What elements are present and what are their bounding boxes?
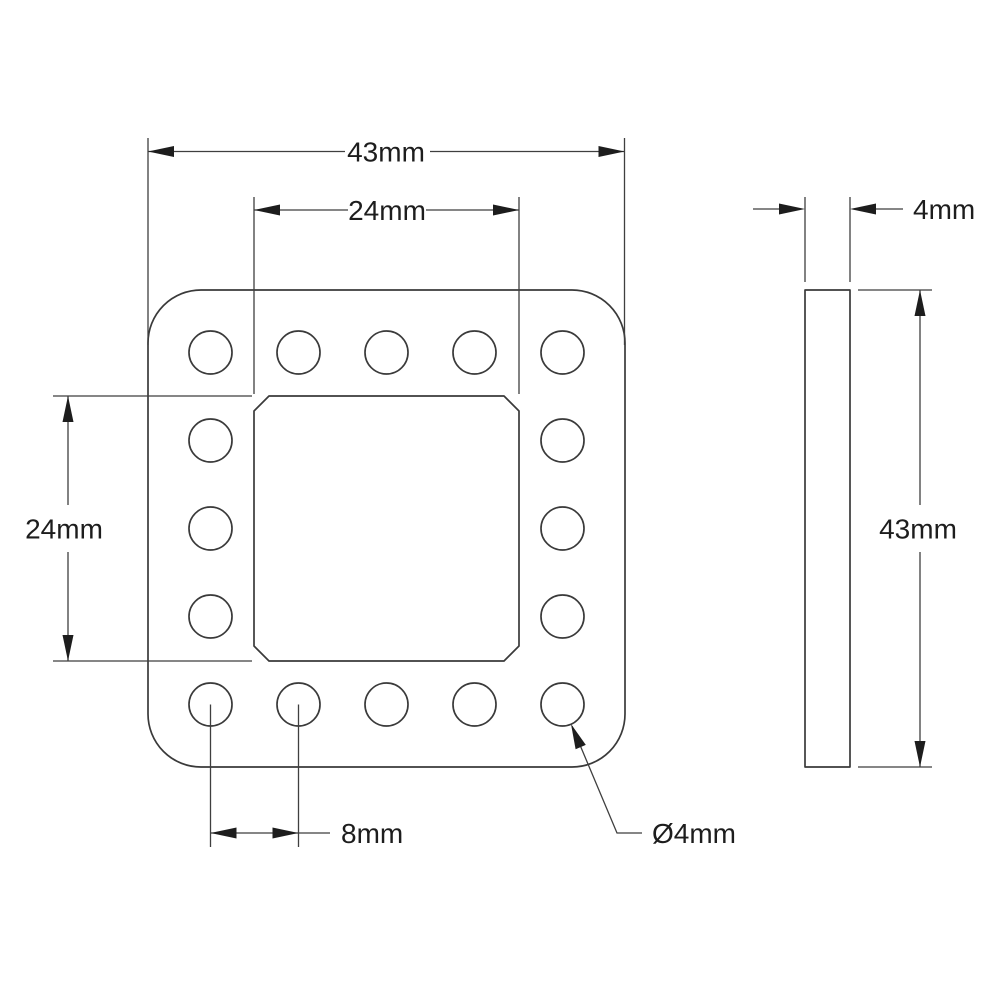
- mounting-hole: [452, 330, 497, 375]
- dim-label-slot-height: 24mm: [25, 513, 103, 544]
- arrowhead-left-icon: [148, 146, 174, 157]
- front-view: [147, 289, 626, 768]
- leader-line: [571, 725, 642, 834]
- dim-label-overall-width: 43mm: [347, 136, 425, 167]
- dim-label-hole-pitch: 8mm: [341, 818, 403, 849]
- mounting-hole: [540, 682, 585, 727]
- arrowhead-down-icon: [62, 635, 74, 661]
- mounting-hole: [452, 682, 497, 727]
- arrowhead-left-icon: [210, 827, 237, 839]
- side-profile-outline: [804, 289, 851, 768]
- mounting-hole: [188, 506, 233, 551]
- mounting-hole: [540, 594, 585, 639]
- mounting-hole: [188, 418, 233, 463]
- mounting-hole: [364, 330, 409, 375]
- arrowhead-left-icon: [254, 204, 280, 216]
- arrowhead-right-icon: [493, 204, 519, 216]
- dim-label-side-height: 43mm: [879, 513, 957, 544]
- center-square-cutout: [253, 395, 520, 662]
- arrowhead-up-icon: [914, 290, 926, 316]
- dim-overall-width: 43mm: [147, 136, 626, 345]
- arrowhead-up-icon: [62, 396, 74, 422]
- mounting-hole: [276, 330, 321, 375]
- dim-slot-height: 24mm: [25, 395, 252, 662]
- dim-side-height: 43mm: [858, 289, 957, 768]
- mounting-hole: [540, 418, 585, 463]
- mounting-hole: [540, 506, 585, 551]
- mounting-holes: [188, 330, 585, 727]
- arrowhead-right-icon: [598, 146, 625, 157]
- arrowhead-right-icon: [272, 827, 299, 839]
- dim-hole-pitch: 8mm: [209, 704, 403, 849]
- arrowhead-right-icon: [779, 203, 805, 215]
- dim-thickness: 4mm: [753, 194, 975, 282]
- dim-label-hole-diameter: Ø4mm: [652, 818, 736, 849]
- mounting-hole: [188, 594, 233, 639]
- leader-arrowhead-icon: [571, 724, 586, 750]
- dim-slot-width: 24mm: [253, 195, 520, 394]
- leader-hole-diameter: Ø4mm: [571, 724, 736, 849]
- dim-label-thickness: 4mm: [913, 194, 975, 225]
- mounting-hole: [188, 330, 233, 375]
- dim-label-slot-width: 24mm: [348, 195, 426, 226]
- mounting-hole: [364, 682, 409, 727]
- mounting-hole: [540, 330, 585, 375]
- side-view: [804, 289, 851, 768]
- arrowhead-left-icon: [850, 203, 876, 215]
- plate-outline: [147, 289, 626, 768]
- arrowhead-down-icon: [914, 741, 926, 767]
